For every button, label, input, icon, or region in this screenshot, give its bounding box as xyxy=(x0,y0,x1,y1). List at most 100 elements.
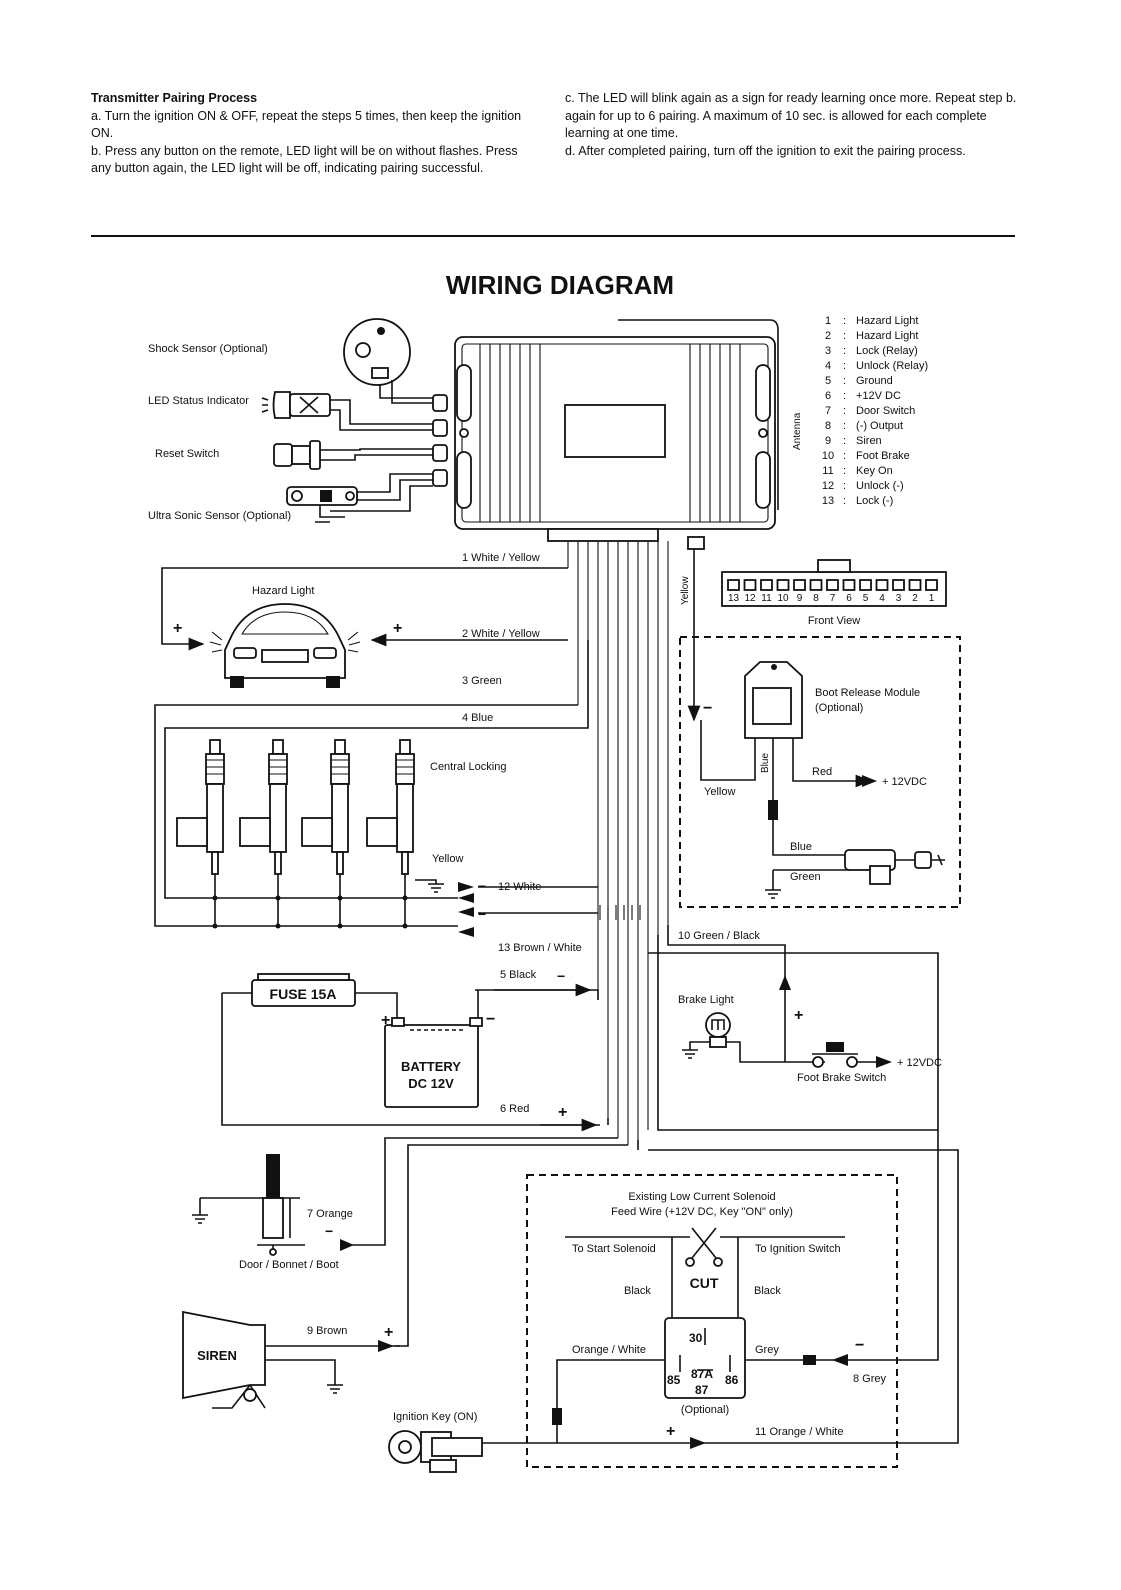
wire-7-arrow xyxy=(340,1239,354,1251)
connector-pin xyxy=(776,579,790,591)
foot-brake-switch-label: Foot Brake Switch xyxy=(797,1072,886,1084)
relay-orange-white-label: Orange / White xyxy=(572,1344,646,1356)
connector-pin-number: 13 xyxy=(728,593,740,604)
pin-legend-separator: : xyxy=(843,450,846,462)
ultrasonic-sensor-label: Ultra Sonic Sensor (Optional) xyxy=(148,510,291,522)
brake-light-label: Brake Light xyxy=(678,994,734,1006)
pin-legend-number: 9 xyxy=(825,435,831,447)
connector-pin xyxy=(727,579,740,591)
pin-legend-separator: : xyxy=(843,375,846,387)
boot-blue-connector xyxy=(768,800,778,820)
connector-pin xyxy=(859,579,872,591)
connector-pin-number: 7 xyxy=(830,593,836,604)
antenna-label: Antenna xyxy=(792,412,803,450)
connector-pin-number: 8 xyxy=(813,593,819,604)
ignition-key-label: Ignition Key (ON) xyxy=(393,1411,477,1423)
boot-yellow-label: Yellow xyxy=(704,786,735,798)
wire-10 xyxy=(667,925,786,1062)
relay-pin-85: 85 xyxy=(667,1373,681,1387)
relay-box xyxy=(526,1174,898,1468)
pin-legend-number: 12 xyxy=(822,480,834,492)
connector-pin xyxy=(826,579,839,591)
wire-6-plus: + xyxy=(558,1104,567,1121)
black-right-label: Black xyxy=(754,1285,781,1297)
wire-10-loop xyxy=(648,935,939,1131)
wire-12-minus: − xyxy=(478,878,486,894)
pin-legend-name: (-) Output xyxy=(856,420,903,432)
connector-latch xyxy=(817,559,851,573)
central-locking-label: Central Locking xyxy=(430,761,506,773)
led-indicator-icon xyxy=(261,391,433,431)
pin-legend-name: Door Switch xyxy=(856,405,915,417)
pin-legend-separator: : xyxy=(843,420,846,432)
pin-legend-name: Ground xyxy=(856,375,893,387)
brake-plus12-label: + 12VDC xyxy=(897,1057,942,1069)
wire-4-label: 4 Blue xyxy=(462,712,493,724)
battery-minus: − xyxy=(486,1011,495,1028)
battery-label-1: BATTERY xyxy=(401,1059,461,1074)
wire-11-plus: + xyxy=(666,1423,675,1440)
harness-ticks xyxy=(599,905,641,920)
shock-sensor-icon xyxy=(343,318,433,404)
connector-pin-number: 2 xyxy=(912,593,918,604)
arrow-3 xyxy=(458,927,474,937)
wire-8-minus: − xyxy=(855,1337,864,1354)
wire-8-arrow xyxy=(832,1354,848,1366)
relay-optional-label: (Optional) xyxy=(681,1404,729,1416)
pin-legend-number: 8 xyxy=(825,420,831,432)
central-ground-wire xyxy=(415,879,437,884)
pin-legend-separator: : xyxy=(843,345,846,357)
pin-legend-number: 6 xyxy=(825,390,831,402)
actuator-icon xyxy=(239,739,288,929)
relay-orange-connector xyxy=(552,1408,562,1425)
instructions-right-column: c. The LED will blink again as a sign fo… xyxy=(565,90,1025,160)
pin-legend-name: Siren xyxy=(856,435,882,447)
wire-5-minus: − xyxy=(557,968,565,984)
wire-9-label: 9 Brown xyxy=(307,1325,347,1337)
fuse-label: FUSE 15A xyxy=(270,986,337,1002)
boot-red-wire xyxy=(792,738,872,788)
pin-legend-name: Lock (-) xyxy=(856,495,893,507)
instruction-step-a: a. Turn the ignition ON & OFF, repeat th… xyxy=(91,108,522,141)
hazard-light-label: Hazard Light xyxy=(252,585,314,597)
shock-sensor-label: Shock Sensor (Optional) xyxy=(148,343,268,355)
actuator-icon xyxy=(366,739,415,929)
connector-pin xyxy=(809,579,823,591)
wire-13-minus: − xyxy=(478,906,486,922)
connector-pin-number: 6 xyxy=(846,593,852,604)
arrow-4 xyxy=(458,893,474,903)
pin-legend-separator: : xyxy=(843,360,846,372)
wire-harness xyxy=(567,541,669,1145)
wire-11-arrow xyxy=(690,1437,706,1449)
boot-ground-icon xyxy=(765,889,781,899)
wire-9-plus: + xyxy=(384,1324,393,1341)
pin-legend-number: 3 xyxy=(825,345,831,357)
pin-legend-name: +12V DC xyxy=(856,390,901,402)
battery-plus: + xyxy=(381,1012,390,1029)
wire-2-label: 2 White / Yellow xyxy=(462,628,540,640)
wire-5-top xyxy=(475,989,599,1000)
black-left-label: Black xyxy=(624,1285,651,1297)
boot-release-module-icon xyxy=(744,661,803,739)
connector-pin xyxy=(892,579,905,591)
connector-pin-number: 3 xyxy=(896,593,902,604)
battery-icon xyxy=(384,1017,483,1108)
relay-pin-87: 87 xyxy=(695,1383,709,1397)
wire-9-arrow xyxy=(378,1340,394,1352)
wire-7-label: 7 Orange xyxy=(307,1208,353,1220)
wire-11 xyxy=(480,1140,959,1444)
pin-legend-number: 4 xyxy=(825,360,831,372)
boot-plus12-label: + 12VDC xyxy=(882,776,927,788)
boot-red-label: Red xyxy=(812,766,832,778)
foot-brake-switch-icon xyxy=(812,1042,892,1068)
connector-pin xyxy=(925,579,938,591)
connector-pin-number: 4 xyxy=(879,593,885,604)
pin-legend-number: 1 xyxy=(825,315,831,327)
instructions-left-column: Transmitter Pairing Process a. Turn the … xyxy=(91,90,531,178)
reset-switch-icon xyxy=(273,440,433,470)
siren-label: SIREN xyxy=(197,1348,237,1363)
pin-legend-separator: : xyxy=(843,390,846,402)
relay-orange-white-wire xyxy=(556,1359,665,1443)
brake-arrow xyxy=(779,975,791,990)
